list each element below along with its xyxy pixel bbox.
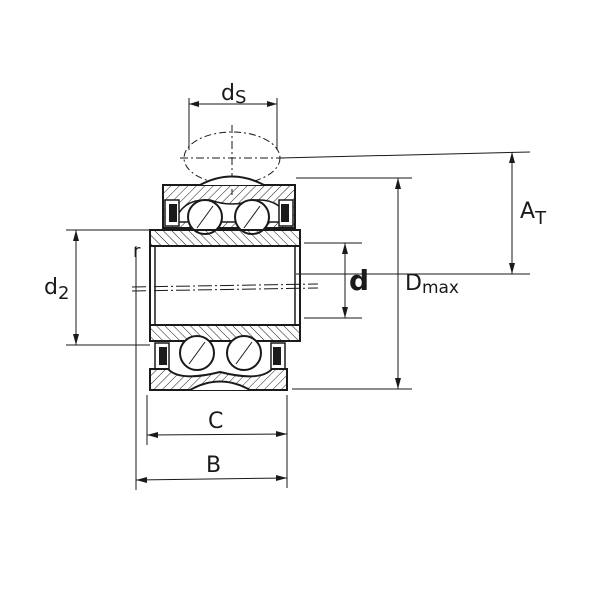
ds-dimension	[188, 98, 278, 150]
outer-ring-lower	[149, 368, 288, 391]
seal-upper-right	[278, 199, 294, 227]
seal-lower-left	[154, 342, 170, 370]
b-label: B	[206, 453, 221, 478]
ball-lower-left	[179, 335, 215, 371]
inner-ring-lower	[149, 324, 301, 342]
extension-lines	[66, 151, 531, 490]
at-label: AT	[520, 199, 547, 229]
bore	[131, 246, 319, 325]
d-label: d	[349, 264, 369, 297]
seal-lower-right	[270, 342, 286, 370]
outer-ring-upper	[162, 175, 296, 229]
ball-upper-right	[234, 199, 270, 235]
d-dimension	[342, 243, 348, 318]
c-label: C	[208, 409, 223, 434]
ball-lower-right	[226, 335, 262, 371]
seal-upper-left	[164, 199, 180, 227]
d2-dimension	[73, 230, 79, 345]
d2-label: d2	[44, 275, 69, 304]
dmax-dimension	[395, 178, 401, 389]
r-label: r	[133, 241, 141, 262]
ds-label: dS	[221, 81, 246, 108]
dmax-label: Dmax	[405, 271, 459, 298]
c-dimension	[146, 431, 288, 438]
at-dimension	[509, 152, 515, 274]
ball-upper-left	[187, 199, 223, 235]
b-dimension	[135, 475, 288, 483]
inner-ring-upper	[149, 229, 301, 247]
